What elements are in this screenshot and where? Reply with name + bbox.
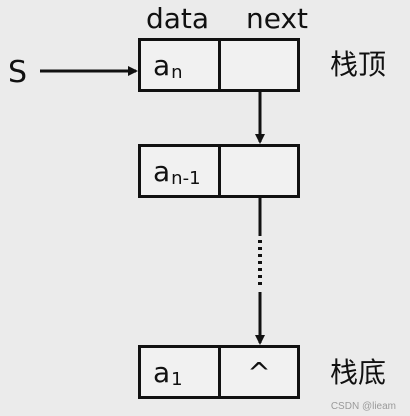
stack-top-label: 栈顶 — [330, 48, 387, 81]
node-top-data-sub: n — [171, 61, 183, 83]
stack-pointer-label: S — [8, 55, 28, 90]
data-column-header: data — [146, 2, 210, 35]
node-second-data-main: a — [153, 154, 171, 188]
node-bottom-next-value: ^ — [247, 355, 271, 389]
next-column-header: next — [246, 2, 309, 35]
node-bottom-data-main: a — [153, 355, 171, 389]
node-second-data-sub: n-1 — [171, 167, 201, 189]
stack-bottom-label: 栈底 — [330, 356, 387, 389]
watermark-text: CSDN @lieam — [330, 401, 396, 412]
node-bottom-next-cell: ^ — [221, 348, 297, 396]
node-bottom-data-sub: 1 — [171, 368, 183, 390]
node-top-data-main: a — [153, 48, 171, 82]
